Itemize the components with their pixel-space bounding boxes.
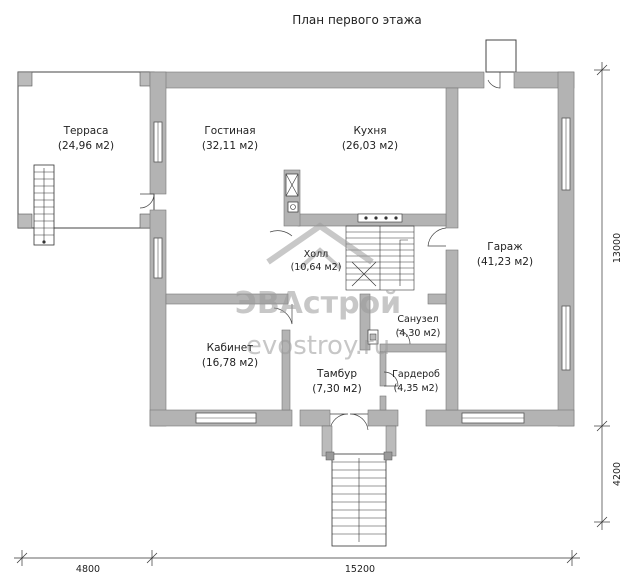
room-labels: Терраса (24,96 м2) Гостиная (32,11 м2) К… — [58, 125, 533, 395]
vestibule-name: Тамбур — [316, 368, 357, 380]
study-area: (16,78 м2) — [202, 357, 258, 369]
living-area: (32,11 м2) — [202, 140, 258, 152]
bathroom-fixtures — [367, 329, 379, 345]
bathroom-name: Санузел — [397, 314, 438, 325]
garage-name: Гараж — [487, 241, 523, 253]
terrace — [17, 71, 155, 246]
dim-bottom-right: 15200 — [345, 564, 375, 575]
watermark-site: evostroy.ru — [246, 331, 390, 361]
kitchen-name: Кухня — [353, 125, 386, 137]
wardrobe-name: Гардероб — [392, 369, 440, 380]
garage-area: (41,23 м2) — [477, 256, 533, 268]
watermark: ЭВАстрой evostroy.ru — [235, 222, 401, 361]
hall-name: Холл — [304, 249, 328, 260]
windows — [153, 117, 571, 424]
plan-title: План первого этажа — [292, 13, 422, 27]
kitchen-area: (26,03 м2) — [342, 140, 398, 152]
entry-canopy — [485, 39, 517, 73]
terrace-stairs — [33, 164, 55, 246]
dim-bottom-left: 4800 — [76, 564, 100, 575]
hall-area: (10,64 м2) — [291, 262, 342, 273]
dimensions — [14, 62, 610, 566]
terrace-name: Терраса — [63, 125, 109, 137]
terrace-area: (24,96 м2) — [58, 140, 114, 152]
study-name: Кабинет — [207, 342, 254, 354]
interior-stairs — [345, 225, 415, 291]
dim-right-top: 13000 — [612, 233, 623, 263]
vestibule-area: (7,30 м2) — [312, 383, 362, 395]
front-stairs — [321, 425, 397, 547]
kitchen-equipment — [285, 173, 403, 223]
bathroom-area: (4,30 м2) — [396, 328, 441, 339]
living-name: Гостиная — [204, 125, 255, 137]
wardrobe-area: (4,35 м2) — [394, 383, 439, 394]
dim-right-bottom: 4200 — [612, 462, 623, 486]
watermark-brand: ЭВАстрой — [235, 286, 401, 321]
